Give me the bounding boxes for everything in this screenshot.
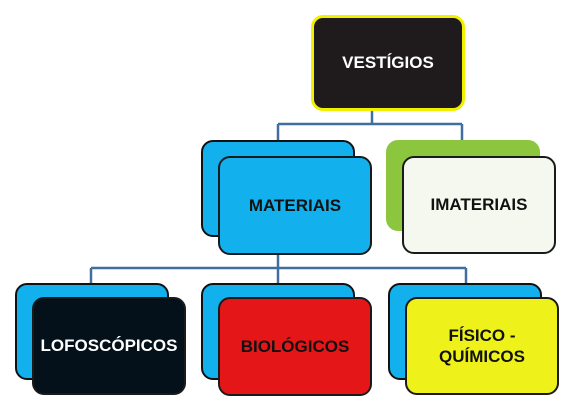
node-vestigios: VESTÍGIOS xyxy=(311,15,465,111)
node-biologicos-label: BIOLÓGICOS xyxy=(240,336,350,356)
node-lofoscopicos-label: LOFOSCÓPICOS xyxy=(40,336,178,356)
node-vestigios-label: VESTÍGIOS xyxy=(342,53,434,73)
node-fisico-quimicos-label-line1: FÍSICO - xyxy=(448,325,516,345)
node-materiais-label: MATERIAIS xyxy=(248,195,342,215)
node-lofoscopicos: LOFOSCÓPICOS xyxy=(32,297,186,395)
node-fisico-quimicos-label-line2: QUÍMICOS xyxy=(439,347,525,366)
node-fisico-quimicos: FÍSICO - QUÍMICOS xyxy=(405,297,559,395)
node-biologicos: BIOLÓGICOS xyxy=(218,297,372,396)
node-imateriais-label: IMATERIAIS xyxy=(430,195,528,215)
node-imateriais: IMATERIAIS xyxy=(402,156,556,254)
node-materiais: MATERIAIS xyxy=(218,156,372,255)
